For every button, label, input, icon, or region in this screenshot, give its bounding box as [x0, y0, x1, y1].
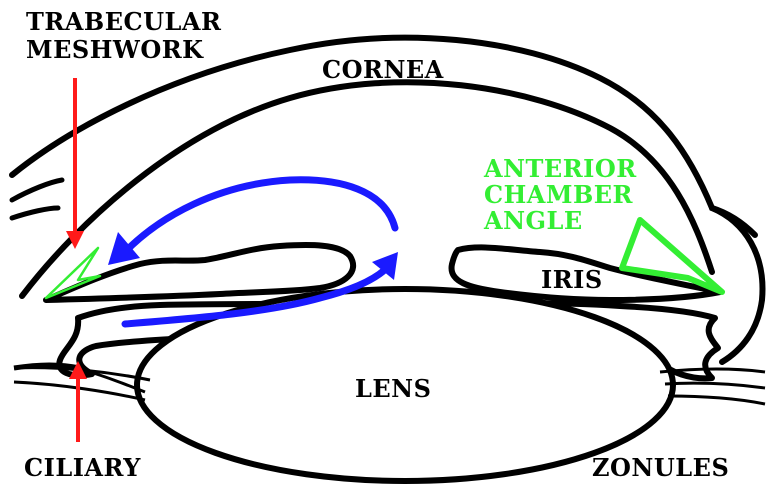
- aqueous-flow-arrowhead-upper: [108, 232, 140, 265]
- trabecular-label-line2: MESHWORK: [26, 35, 204, 64]
- iris-label: IRIS: [541, 265, 603, 294]
- anterior-chamber-angle-label-line3: ANGLE: [483, 206, 583, 235]
- aqueous-flow-arrow-upper: [122, 180, 395, 255]
- ciliary-label: CILIARY: [24, 453, 141, 482]
- left-sclera-outline: [12, 180, 62, 218]
- lens-label: LENS: [355, 374, 431, 403]
- trabecular-label-line1: TRABECULAR: [26, 7, 222, 36]
- zonules-label: ZONULES: [592, 453, 729, 482]
- anterior-chamber-angle-label-line2: CHAMBER: [484, 180, 634, 209]
- cornea-label: CORNEA: [322, 55, 444, 84]
- anterior-chamber-angle-label-line1: ANTERIOR: [483, 154, 637, 183]
- left-lower-outline: [14, 365, 80, 368]
